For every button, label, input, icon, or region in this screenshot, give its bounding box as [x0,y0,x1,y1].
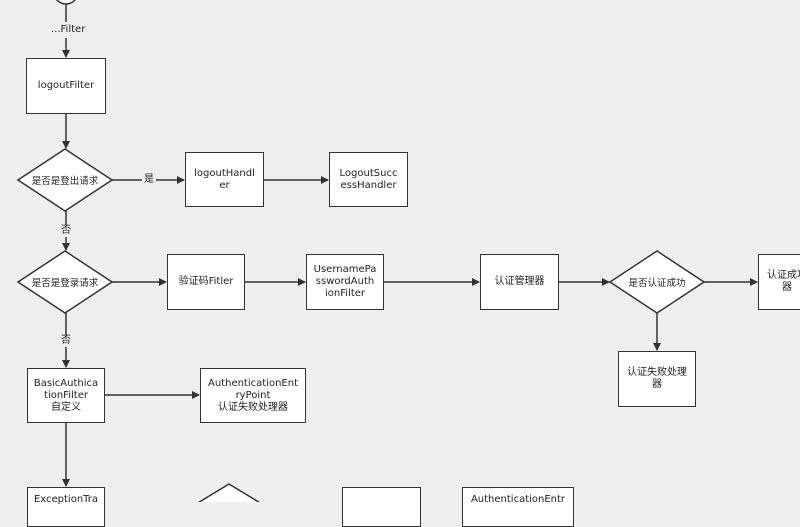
edge-label-no-login: 否 [59,335,73,347]
node-logout-filter: logoutFilter [26,58,106,114]
node-auth-manager: 认证管理器 [480,254,559,310]
edge-label-yes: 是 [142,174,156,186]
node-auth-entry-bottom-label: AuthenticationEntr [470,494,566,505]
edge-label-no-logout: 否 [59,225,73,237]
node-exception-filter: ExceptionTra [27,487,105,527]
node-captcha-filter: 验证码Fitler [167,254,245,310]
edge-label-filter: ...Filter [49,24,88,36]
decision-is-login [16,250,114,314]
decision-is-login-label: 是否是登录请求 [31,278,99,289]
node-auth-entry-bottom: AuthenticationEntr [462,487,574,527]
node-logout-success-handler-label: LogoutSucc essHandler [339,167,398,191]
node-entry-point-label: AuthenticationEnt ryPoint 认证失败处理器 [208,377,298,413]
decision-is-logout-label: 是否是登出请求 [31,176,99,187]
node-exception-filter-label: ExceptionTra [33,494,99,505]
node-basic-filter: BasicAuthica tionFilter 自定义 [27,368,105,423]
node-logout-handler-label: logoutHandl er [194,167,255,191]
node-upaf: UsernamePa sswordAuth ionFilter [306,254,384,310]
flowchart-canvas [16,0,758,502]
node-logout-success-handler: LogoutSucc essHandler [329,152,408,207]
start-circle [56,0,76,5]
node-auth-manager-label: 认证管理器 [494,276,545,287]
node-upaf-label: UsernamePa sswordAuth ionFilter [313,264,377,299]
node-captcha-filter-label: 验证码Fitler [178,276,234,287]
node-bottom-box [342,487,421,527]
node-auth-success-handler: 认证成功 器 [758,254,800,310]
node-logout-filter-label: logoutFilter [37,80,95,91]
node-auth-fail-handler-label: 认证失败处理 器 [627,367,687,390]
node-entry-point: AuthenticationEnt ryPoint 认证失败处理器 [200,368,306,423]
node-auth-fail-handler: 认证失败处理 器 [618,351,696,407]
decision-bottom [197,483,261,502]
node-auth-success-handler-label: 认证成功 器 [767,270,800,293]
decision-is-logout [16,148,114,212]
decision-is-auth-success-label: 是否认证成功 [628,278,686,289]
node-logout-handler: logoutHandl er [185,152,264,207]
node-basic-filter-label: BasicAuthica tionFilter 自定义 [33,377,99,413]
